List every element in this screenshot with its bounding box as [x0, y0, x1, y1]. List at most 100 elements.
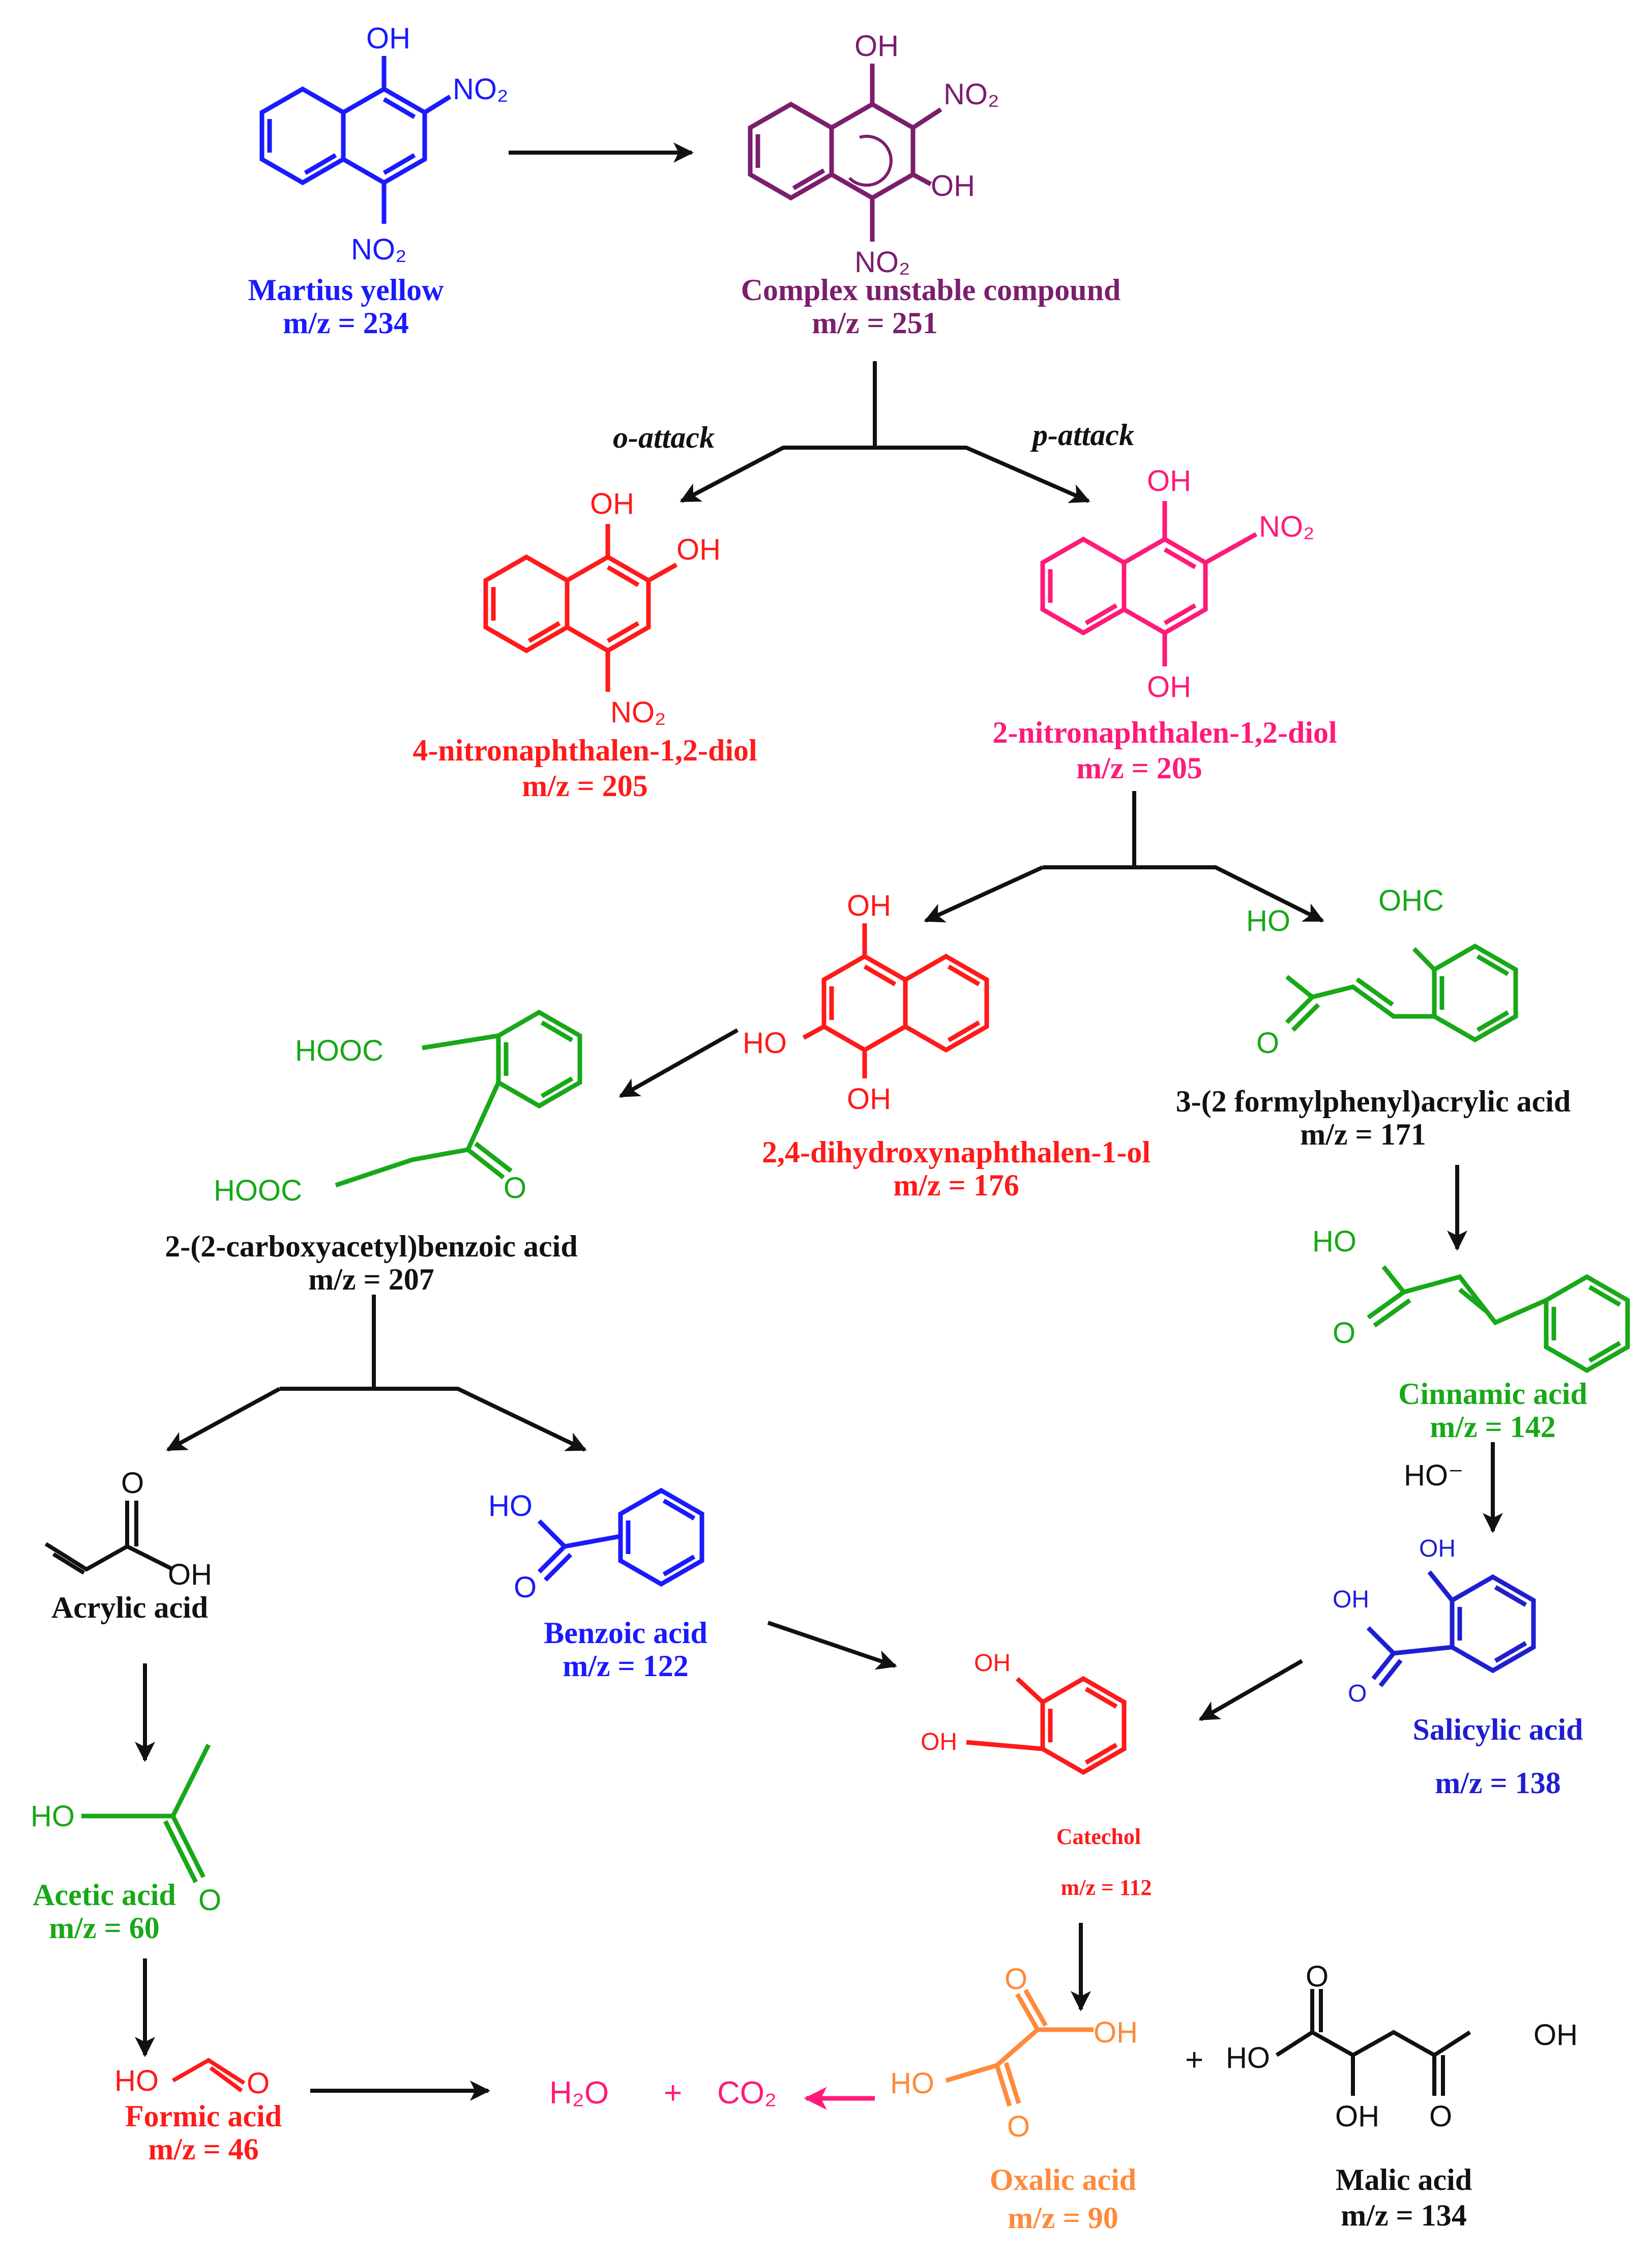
martius-no2-bottom: NO₂ — [351, 233, 407, 266]
dihydroxy-oh-bottom: OH — [847, 1082, 891, 1116]
dihydroxy-name: 2,4-dihydroxynaphthalen-1-ol — [762, 1135, 1150, 1169]
complex-structure — [748, 64, 942, 242]
cinnamic-o: O — [1333, 1316, 1355, 1350]
malic-oh-bottom: OH — [1335, 2100, 1379, 2133]
ortho-attack: o-attack — [613, 421, 715, 454]
nitrodiol2-oh-bottom: OH — [1147, 670, 1191, 704]
catechol-name: Catechol — [1056, 1824, 1141, 1849]
benzoic-structure — [537, 1487, 704, 1587]
water: H₂O — [549, 2075, 609, 2111]
plus-sign-malic: + — [1185, 2042, 1203, 2078]
branch-complex — [681, 361, 1088, 501]
cinnamic-name: Cinnamic acid — [1398, 1377, 1587, 1411]
complex-no2-top: NO₂ — [943, 78, 999, 111]
acetic-ho: HO — [31, 1800, 75, 1833]
formylphenyl-mz: m/z = 171 — [1300, 1118, 1426, 1151]
acrylic-o: O — [121, 1467, 144, 1500]
salicylic-oh-top: OH — [1419, 1535, 1456, 1562]
branch-nitrodiol — [1043, 791, 1322, 921]
nitrodiol4-no2: NO₂ — [610, 696, 666, 729]
arrow-benzoic-to-catechol — [767, 1621, 897, 1670]
malic-o-bottom: O — [1429, 2100, 1452, 2133]
cinnamic-structure — [1367, 1265, 1630, 1373]
martius-mz: m/z = 234 — [283, 306, 408, 340]
carbon-dioxide: CO₂ — [717, 2075, 777, 2111]
benzoic-o: O — [514, 1571, 537, 1604]
branch-carboxyacetyl-left — [166, 1387, 281, 1452]
martius-name: Martius yellow — [248, 273, 445, 307]
formylphenyl-ohc: OHC — [1378, 884, 1444, 917]
acetic-name: Acetic acid — [33, 1878, 176, 1912]
dihydroxy-oh-top: OH — [847, 889, 891, 922]
arrow-dihydroxy-to-carboxyacetyl — [618, 1028, 739, 1098]
final-products: H₂O + CO₂ + — [549, 2042, 1203, 2111]
branch-nitrodiol-left — [924, 865, 1044, 923]
carboxyacetyl-hooc-bottom: HOOC — [214, 1174, 302, 1207]
acetic-o: O — [198, 1884, 221, 1917]
martius-oh: OH — [366, 22, 410, 55]
plus-sign: + — [664, 2075, 682, 2111]
salicylic-mz: m/z = 138 — [1435, 1766, 1560, 1800]
oxalic-o-bottom: O — [1007, 2110, 1030, 2143]
oxalic-structure — [945, 1988, 1094, 2107]
branch-complex-left — [680, 446, 784, 503]
oxalic-mz: m/z = 90 — [1008, 2201, 1118, 2235]
acrylic-oh: OH — [168, 1558, 212, 1591]
salicylic-o: O — [1348, 1680, 1367, 1707]
malic-mz: m/z = 134 — [1341, 2199, 1466, 2232]
formic-o: O — [247, 2067, 270, 2100]
reaction-arrows — [135, 142, 1503, 2101]
malic-ho: HO — [1226, 2041, 1270, 2074]
para-attack: p-attack — [1030, 418, 1134, 452]
acetic-mz: m/z = 60 — [49, 1911, 159, 1945]
catechol-structure — [966, 1676, 1127, 1775]
formic-name: Formic acid — [125, 2099, 282, 2133]
compound-labels: Martius yellow m/z = 234 Complex unstabl… — [33, 273, 1587, 2235]
acrylic-name: Acrylic acid — [51, 1591, 208, 1624]
complex-oh-right: OH — [931, 169, 975, 202]
formic-ho: HO — [114, 2064, 159, 2097]
nitro-diol-2-structure — [1040, 501, 1258, 666]
carboxyacetyl-name: 2-(2-carboxyacetyl)benzoic acid — [165, 1230, 577, 1263]
nitrodiol4-oh-top: OH — [590, 487, 634, 520]
martius-structure — [259, 56, 452, 224]
salicylic-structure — [1366, 1570, 1536, 1687]
nitrodiol2-mz: m/z = 205 — [1076, 751, 1202, 785]
oxalic-ho: HO — [890, 2067, 934, 2100]
cinnamic-ho: HO — [1312, 1225, 1356, 1258]
benzoic-mz: m/z = 122 — [563, 1649, 688, 1683]
nitrodiol2-oh-top: OH — [1147, 464, 1191, 498]
nitrodiol2-name: 2-nitronaphthalen-1,2-diol — [992, 716, 1337, 749]
benzoic-name: Benzoic acid — [544, 1616, 707, 1650]
formic-structure — [172, 2058, 246, 2093]
catechol-oh-left: OH — [921, 1729, 957, 1755]
carboxyacetyl-structure — [335, 1009, 582, 1188]
hydroxide-reagent: HO⁻ — [1404, 1459, 1464, 1492]
dihydroxynaph-structure — [802, 923, 989, 1078]
dihydroxy-mz: m/z = 176 — [893, 1168, 1019, 1202]
catechol-mz: m/z = 112 — [1060, 1875, 1152, 1900]
oxalic-oh: OH — [1094, 2016, 1138, 2049]
malic-o-top: O — [1306, 1960, 1329, 1993]
malic-name: Malic acid — [1336, 2163, 1472, 2197]
nitrodiol4-oh-right: OH — [676, 533, 721, 566]
benzoic-ho: HO — [488, 1489, 533, 1523]
acrylic-structure — [44, 1501, 174, 1575]
complex-mz: m/z = 251 — [812, 306, 937, 340]
nitro-diol-4-structure — [483, 524, 678, 692]
formylphenyl-name: 3-(2 formylphenyl)acrylic acid — [1176, 1085, 1571, 1118]
arrow-salicylic-to-catechol — [1198, 1659, 1303, 1721]
malic-structure — [1275, 1989, 1471, 2096]
carboxyacetyl-hooc-top: HOOC — [295, 1034, 383, 1067]
complex-name: Complex unstable compound — [741, 273, 1121, 307]
complex-no2-bottom: NO₂ — [854, 246, 910, 279]
atom-labels: OH NO₂ NO₂ OH NO₂ OH NO₂ OH OH NO₂ OH NO… — [31, 22, 1578, 2143]
oxalic-o-top: O — [1005, 1963, 1027, 1996]
carboxyacetyl-mz: m/z = 207 — [308, 1263, 434, 1296]
formylphenyl-o: O — [1256, 1027, 1279, 1060]
catechol-oh-top: OH — [974, 1650, 1011, 1677]
formic-mz: m/z = 46 — [148, 2132, 258, 2166]
cinnamic-mz: m/z = 142 — [1430, 1410, 1555, 1444]
branch-carboxyacetyl — [280, 1295, 585, 1450]
